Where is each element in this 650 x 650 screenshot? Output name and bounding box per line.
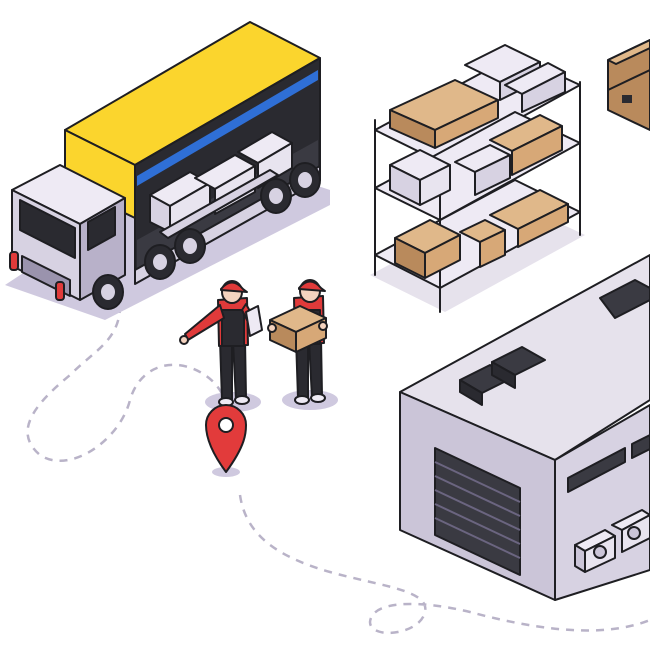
worker-carrying-box: [267, 279, 338, 410]
warehouse-building: [399, 254, 650, 601]
dashed-route: [26, 304, 650, 635]
worker-pointing: [179, 280, 263, 412]
storage-shelf: [370, 44, 585, 313]
stacked-boxes: [607, 39, 650, 131]
truck-cargo-boxes: [149, 131, 293, 239]
truck-wheels: [92, 162, 321, 310]
map-pin-icon: [205, 404, 247, 477]
delivery-truck: [5, 21, 330, 320]
